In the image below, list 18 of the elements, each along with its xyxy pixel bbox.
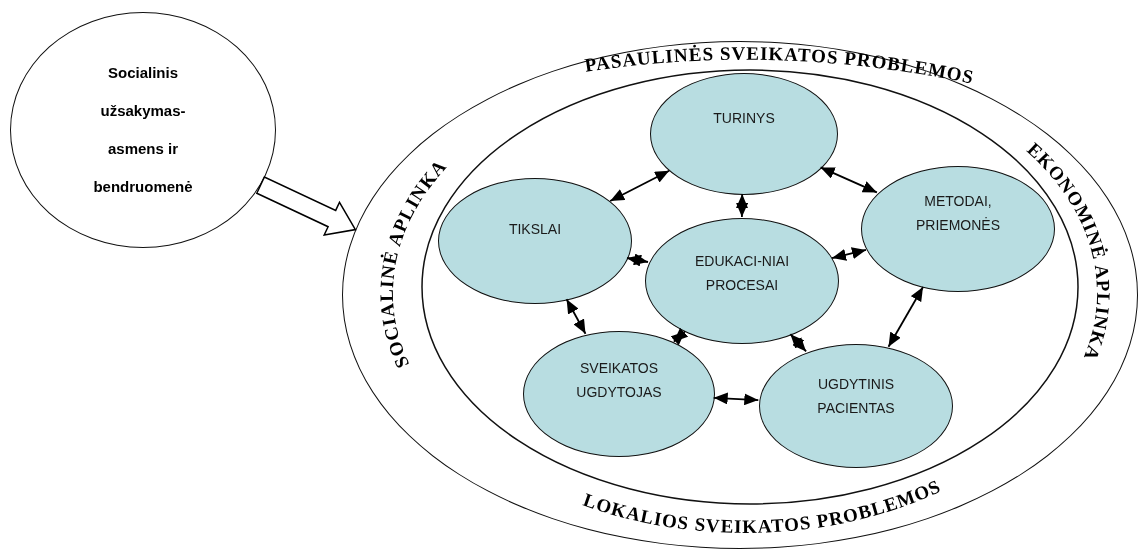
- double-arrow: [609, 169, 671, 202]
- double-arrow: [736, 193, 749, 218]
- double-arrow: [670, 327, 689, 346]
- node-label: UGDYTINIS PACIENTAS: [816, 375, 896, 418]
- node-label: TIKSLAI: [507, 220, 563, 239]
- node-label: EDUKACI-NIAI PROCESAI: [693, 252, 791, 295]
- double-arrow: [789, 333, 807, 353]
- double-arrow: [819, 166, 878, 194]
- node-label: Socialinis užsakymas- asmens ir bendruomenė: [92, 63, 194, 197]
- double-arrow: [565, 298, 587, 335]
- node-label: SVEIKATOS UGDYTOJAS: [575, 359, 663, 402]
- double-arrow: [626, 253, 649, 267]
- node-label: TURINYS: [712, 109, 776, 128]
- block-arrow: [255, 176, 357, 236]
- double-arrow: [712, 392, 760, 406]
- node-label: METODAI, PRIEMONĖS: [915, 192, 1001, 235]
- double-arrow: [831, 247, 867, 261]
- double-arrow: [887, 286, 924, 348]
